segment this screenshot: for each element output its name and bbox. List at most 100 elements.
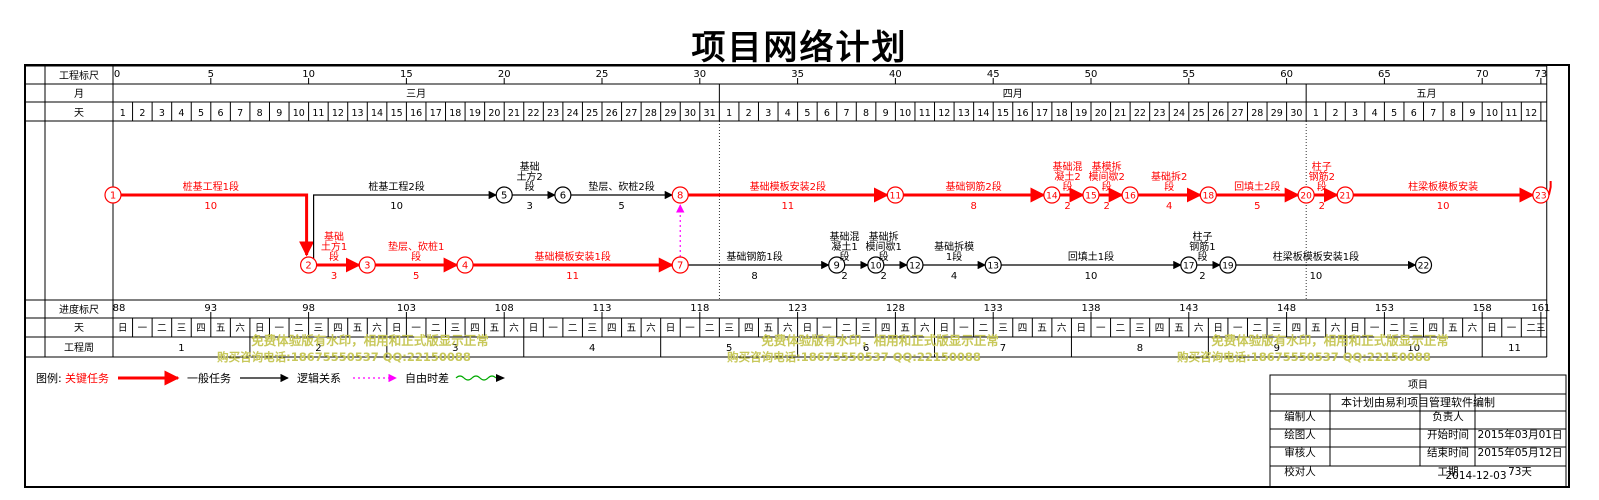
day-label: 4: [178, 108, 184, 119]
day-label: 24: [1173, 108, 1185, 119]
task-label: 柱梁板模板安装1段: [1273, 250, 1359, 263]
task-label: 凝土1: [831, 240, 857, 253]
task-label: 基础: [324, 230, 344, 243]
network-node: [886, 186, 905, 204]
weekday-label: 六: [1468, 322, 1478, 334]
progress-tick-label: 123: [788, 303, 807, 314]
task-label: 基础拆2: [1151, 170, 1187, 183]
legend-float-arrow: [496, 374, 505, 382]
task-arrow-t2: [313, 190, 498, 259]
day-label: 9: [883, 108, 889, 119]
task-label: 垫层、砍桩1: [388, 240, 444, 253]
week-number-label: 10: [1407, 343, 1420, 354]
scale-tick-label: 45: [987, 69, 1000, 80]
legend-normal-label: 一般任务: [187, 372, 231, 385]
progress-tick-label: 113: [592, 303, 611, 314]
weekday-label: 五: [216, 323, 226, 334]
node-number: 7: [677, 261, 683, 272]
progress-tick-label: 103: [397, 303, 416, 314]
weekday-label: 四: [1429, 323, 1439, 334]
node-number: 5: [501, 191, 507, 202]
scale-tick-label: 15: [400, 69, 413, 80]
progress-tick-label: 161: [1531, 303, 1550, 314]
task-label: 段: [1317, 180, 1327, 193]
weekday-label: 日: [1487, 323, 1497, 334]
network-node: [104, 186, 122, 204]
day-label: 2: [139, 108, 145, 119]
task-label: 1段: [946, 250, 962, 263]
info-row-key: 开始时间: [1427, 428, 1469, 441]
day-label: 22: [1134, 108, 1146, 119]
weekday-label: 三: [861, 323, 871, 334]
day-label: 30: [1290, 108, 1302, 119]
network-node: [1219, 256, 1237, 274]
day-label: 29: [1271, 108, 1283, 119]
task-duration: 5: [618, 201, 624, 212]
watermark-line-1: 免费体验版有水印，相用和正式版显示正常: [251, 333, 489, 348]
progress-tick-label: 108: [495, 303, 514, 314]
task-label: 基础混: [830, 230, 860, 243]
task-label: 柱子: [1192, 230, 1212, 243]
day-label: 16: [1016, 108, 1028, 119]
info-row-value: 2015年03月01日: [1478, 428, 1563, 441]
progress-tick-label: 153: [1375, 303, 1394, 314]
day-label: 2: [746, 108, 752, 119]
task-label: 基础拆模: [934, 240, 974, 253]
weekday-label: 四: [196, 323, 206, 334]
weekday-label: 五: [1174, 323, 1184, 334]
task-duration: 10: [390, 201, 403, 212]
weekday-label: 六: [509, 322, 519, 334]
day-label: 10: [293, 108, 305, 119]
task-label: 基础钢筋1段: [726, 250, 782, 263]
week-number-label: 7: [1000, 343, 1006, 354]
day-label: 14: [977, 108, 989, 119]
progress-tick-label: 133: [984, 303, 1003, 314]
weekday-label: 五: [1311, 323, 1321, 334]
network-node: [300, 256, 318, 274]
row-label-week: 工程周: [64, 342, 94, 354]
weekday-label: 一: [1233, 323, 1243, 334]
scale-tick-label: 35: [791, 69, 804, 80]
node-number: 13: [987, 262, 998, 272]
network-node: [554, 186, 572, 204]
network-node: [1297, 186, 1315, 204]
task-duration: 10: [204, 201, 217, 212]
row-label-day: 天: [74, 108, 84, 119]
progress-tick-label: 128: [886, 303, 905, 314]
scale-tick-label: 73: [1535, 69, 1548, 80]
day-label: 29: [664, 108, 676, 119]
weekday-label: 日: [1350, 323, 1360, 334]
day-label: 9: [1469, 108, 1475, 119]
task-duration: 10: [1310, 271, 1323, 282]
day-label: 10: [1486, 108, 1498, 119]
node-number: 19: [1222, 262, 1234, 272]
task-label: 基础模板安装2段: [750, 180, 826, 193]
weekday-label: 二: [294, 323, 304, 334]
week-number-label: 2: [315, 343, 321, 354]
node-number: 1: [110, 191, 116, 202]
progress-tick-label: 88: [113, 303, 126, 314]
node-number: 23: [1535, 192, 1546, 202]
task-duration: 10: [1437, 201, 1450, 212]
day-label: 12: [332, 108, 344, 119]
weekday-label: 四: [470, 323, 480, 334]
network-node: [1043, 186, 1061, 204]
day-label: 16: [410, 108, 422, 119]
info-row-key: 结束时间: [1427, 446, 1469, 459]
weekday-label: 四: [333, 323, 343, 334]
weekday-label: 日: [1213, 323, 1223, 334]
legend-logic-label: 逻辑关系: [297, 371, 341, 385]
week-number-label: 9: [1274, 343, 1280, 354]
task-label: 桩基工程1段: [183, 180, 239, 193]
day-label: 19: [469, 108, 481, 119]
watermark-line-1: 免费体验版有水印，相用和正式版显示正常: [1211, 333, 1449, 348]
task-label: 段: [1197, 250, 1207, 263]
page-title: 项目网络计划: [691, 28, 908, 68]
month-label: 四月: [1003, 88, 1023, 100]
progress-tick-label: 158: [1473, 303, 1492, 314]
day-label: 6: [1411, 108, 1417, 119]
progress-tick-label: 93: [204, 303, 217, 314]
node-number: 17: [1183, 262, 1194, 272]
weekday-label: 三: [1409, 323, 1419, 334]
